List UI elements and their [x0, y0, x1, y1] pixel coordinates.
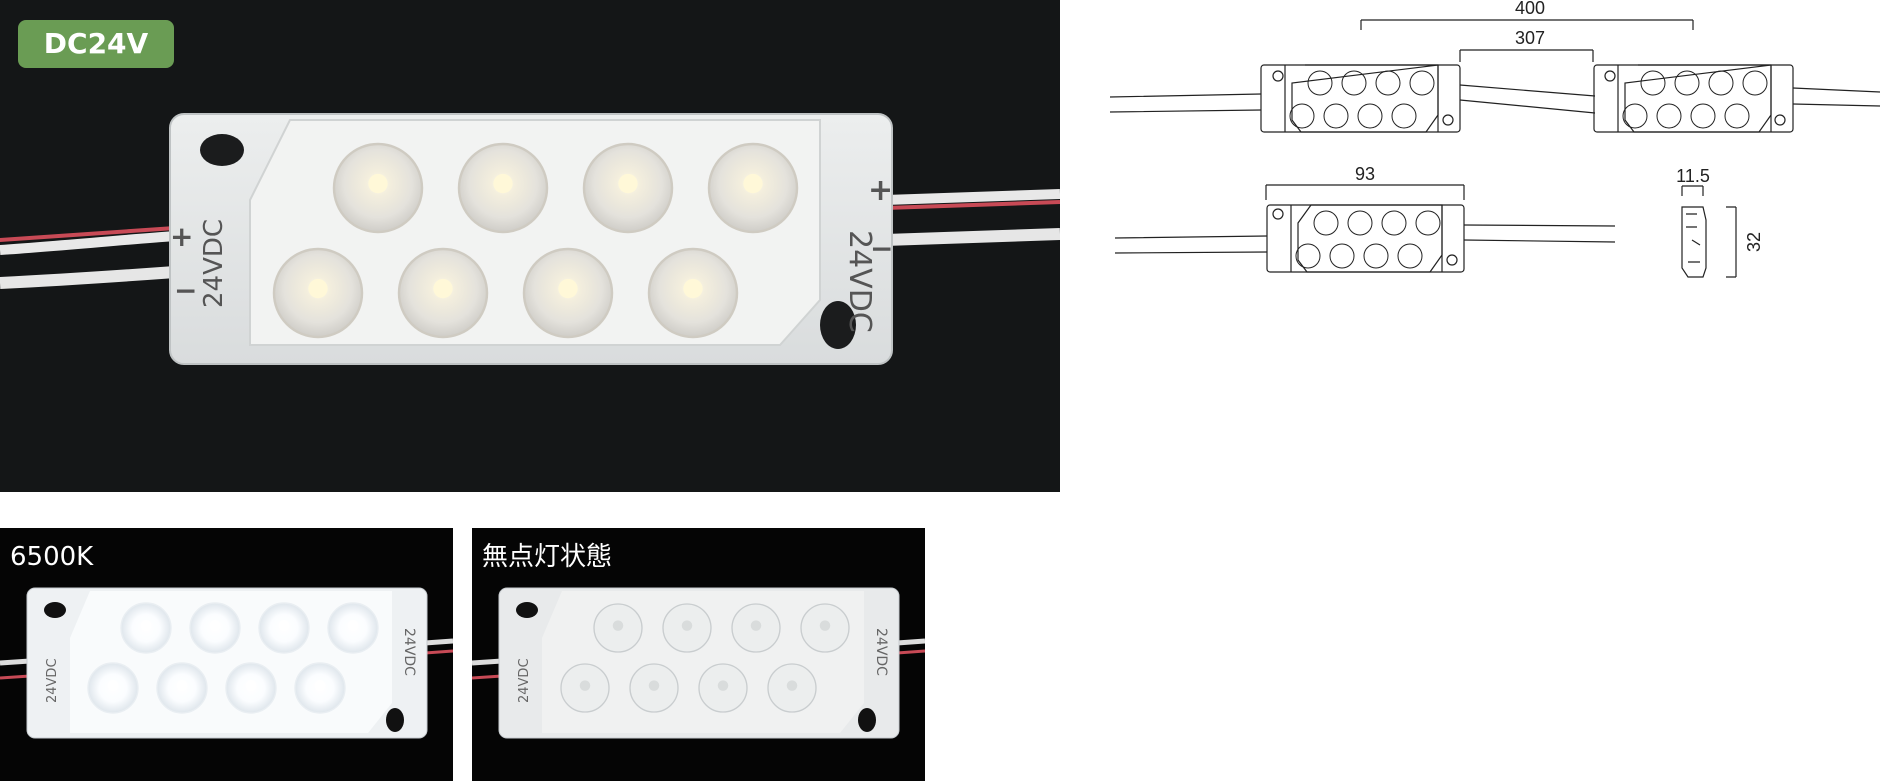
color-temp-label: 6500K [10, 542, 94, 572]
voltage-label-left: 24VDC [517, 658, 532, 703]
led-lens [1742, 70, 1768, 96]
led-lens [1307, 70, 1333, 96]
unlit-module-photo: 24VDC 24VDC [472, 587, 925, 739]
led-lens [1347, 210, 1373, 236]
thumbnail-lit: 24VDC 24VDC 6500K [0, 528, 453, 781]
led-lens [1690, 103, 1716, 129]
led-array [87, 602, 379, 714]
dimension-line-307 [1459, 49, 1594, 62]
led-module-photo: 24VDC 24VDC + + − − [0, 113, 1060, 365]
led-chip [819, 620, 831, 631]
led-chip [618, 173, 638, 194]
led-chip [433, 278, 453, 299]
led-lens [1381, 210, 1407, 236]
lit-module-photo: 24VDC 24VDC [0, 587, 453, 739]
voltage-label-right: 24VDC [842, 230, 877, 333]
voltage-label-left: 24VDC [199, 219, 229, 308]
led-array [272, 142, 799, 339]
led-lens [1357, 103, 1383, 129]
thumbnail-unlit: 24VDC 24VDC 無点灯状態 [472, 528, 925, 781]
module-side-profile [1681, 206, 1707, 278]
dimension-93-label: 93 [1355, 164, 1375, 184]
dimension-32-label: 32 [1744, 232, 1764, 252]
mounting-hole [200, 134, 244, 166]
dimension-line-11-5 [1681, 185, 1704, 196]
led-chip [750, 620, 762, 631]
led-lens [1708, 70, 1734, 96]
led-chip [612, 620, 624, 631]
led-outlines [1289, 70, 1768, 269]
dimension-line-32 [1726, 206, 1737, 278]
led-lens [1640, 70, 1666, 96]
led-chip [368, 173, 388, 194]
led-chip [278, 620, 290, 631]
led-chip [314, 680, 326, 691]
led-lens [1409, 70, 1435, 96]
voltage-badge: DC24V [18, 20, 174, 68]
led-lens [1391, 103, 1417, 129]
wires [0, 189, 1060, 289]
led-lens [1313, 210, 1339, 236]
led-chip [717, 680, 729, 691]
voltage-label-right: 24VDC [401, 628, 417, 676]
dimension-line-400 [1360, 19, 1694, 30]
led-chip [245, 680, 257, 691]
led-chip [681, 620, 693, 631]
dimension-307-label: 307 [1515, 28, 1545, 48]
minus-marker-left: − [174, 274, 197, 307]
led-lens [1397, 243, 1423, 269]
main-product-photo: 24VDC 24VDC + + − − DC24V [0, 0, 1060, 492]
led-lens [1289, 103, 1315, 129]
led-lens [1724, 103, 1750, 129]
led-chip [308, 278, 328, 299]
led-lens [1329, 243, 1355, 269]
module-outline-1 [1260, 64, 1461, 133]
led-chip [209, 620, 221, 631]
dimension-drawing: 400 307 93 11.5 32 [1100, 0, 1880, 300]
led-lens [1341, 70, 1367, 96]
led-lens [1363, 243, 1389, 269]
minus-marker-right: − [870, 232, 893, 265]
led-chip [786, 680, 798, 691]
led-lens [1375, 70, 1401, 96]
dimension-400-label: 400 [1515, 0, 1545, 18]
led-lens [1674, 70, 1700, 96]
led-chip [579, 680, 591, 691]
voltage-label-right: 24VDC [873, 628, 889, 676]
dimension-line-93 [1265, 184, 1465, 200]
led-chip [493, 173, 513, 194]
led-chip [743, 173, 763, 194]
led-chip [648, 680, 660, 691]
plus-marker-right: + [868, 173, 893, 208]
module-outline-single [1266, 204, 1465, 273]
voltage-label-left: 24VDC [45, 658, 60, 703]
module-outline-2 [1593, 64, 1794, 133]
dimension-drawing-svg: 400 307 93 11.5 32 [1109, 0, 1880, 278]
led-chip [176, 680, 188, 691]
unlit-state-label: 無点灯状態 [482, 542, 613, 572]
led-lens [1622, 103, 1648, 129]
led-chip [347, 620, 359, 631]
led-lens [1656, 103, 1682, 129]
led-lens [1415, 210, 1441, 236]
led-lens [1323, 103, 1349, 129]
led-chip [140, 620, 152, 631]
led-chip [558, 278, 578, 299]
led-lens [1295, 243, 1321, 269]
led-array [560, 603, 850, 713]
dimension-11-5-label: 11.5 [1676, 166, 1710, 186]
mounting-hole [820, 301, 856, 349]
led-chip [683, 278, 703, 299]
plus-marker-left: + [170, 220, 193, 253]
led-chip [107, 680, 119, 691]
